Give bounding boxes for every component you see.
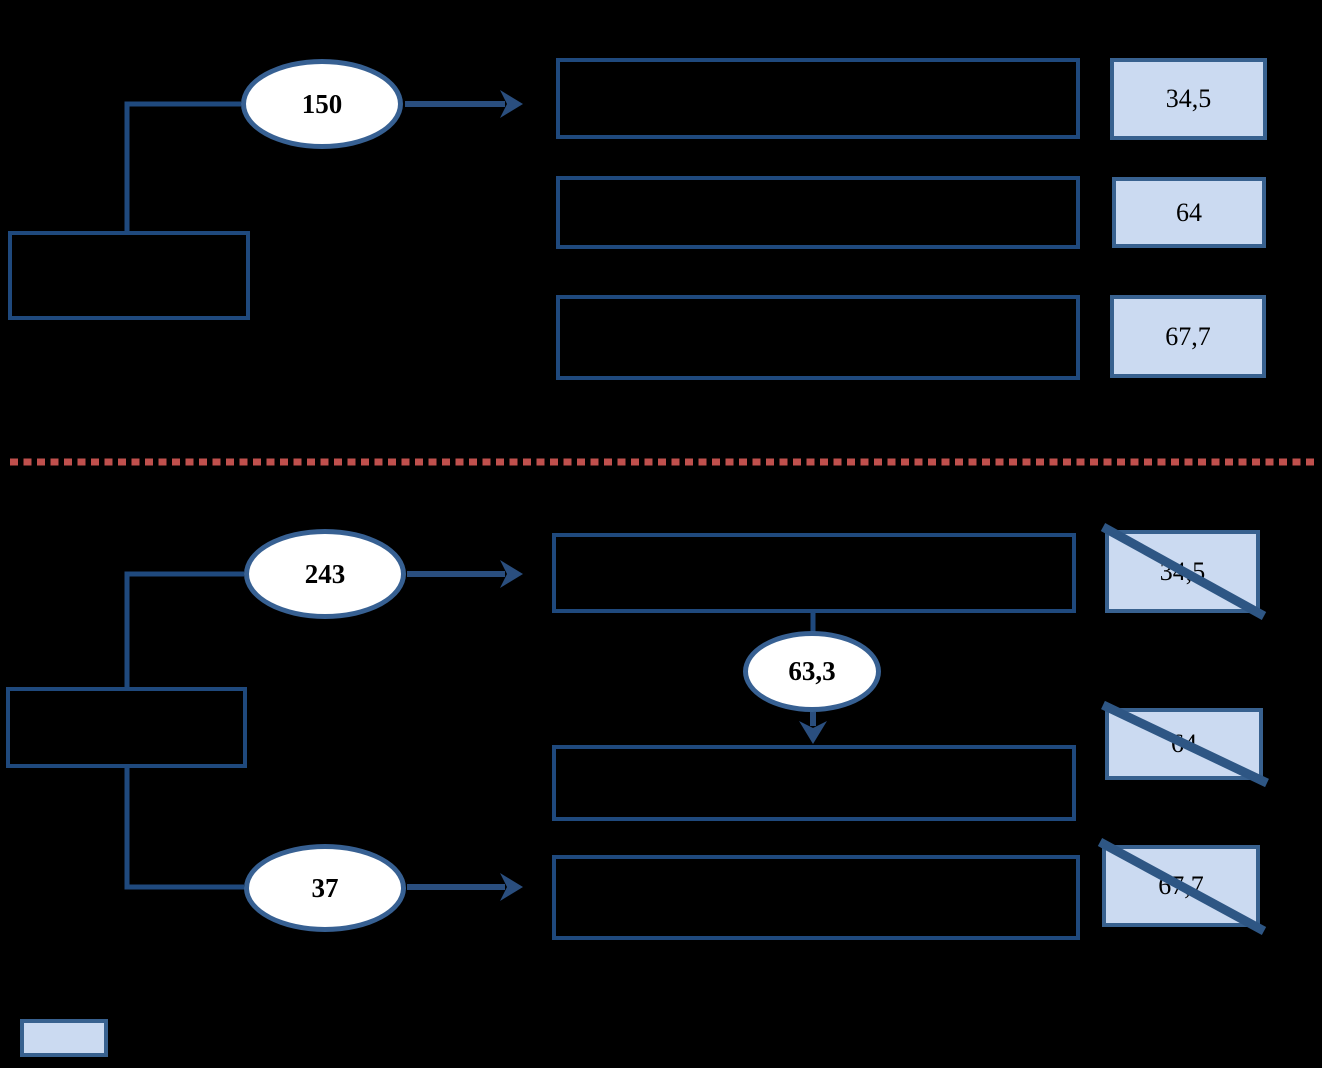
- top-value-3: 67,7: [1165, 321, 1211, 351]
- bottom-count-243-label: 243: [304, 558, 346, 589]
- connector-bottom-source-to-ellipse-243: [124, 571, 244, 687]
- bottom-value-box-2: 64: [1105, 708, 1263, 780]
- bottom-count-ellipse-63-3: 63,3: [743, 631, 881, 712]
- bottom-count-37-label: 37: [311, 872, 339, 903]
- arrow-bottom-37-head: [500, 873, 523, 901]
- bottom-count-ellipse-37: 37: [244, 844, 406, 932]
- arrow-top: [405, 90, 523, 118]
- bottom-outcome-box-1: [552, 533, 1076, 613]
- bottom-outcome-box-3: [552, 855, 1080, 940]
- top-count-ellipse: 150: [241, 59, 403, 149]
- arrow-bottom-243-head: [500, 560, 523, 588]
- bottom-outcome-box-2: [552, 745, 1076, 821]
- top-value-box-2: 64: [1112, 177, 1266, 248]
- bottom-value-1: 34,5: [1159, 556, 1206, 586]
- arrow-top-head: [500, 90, 523, 118]
- top-value-2: 64: [1176, 197, 1202, 227]
- bottom-count-63-3-label: 63,3: [788, 656, 836, 686]
- top-outcome-box-3: [556, 295, 1080, 380]
- bottom-value-2: 64: [1171, 729, 1197, 758]
- bottom-value-box-3: 67,7: [1102, 845, 1260, 927]
- top-outcome-box-2: [556, 176, 1080, 249]
- top-value-box-3: 67,7: [1110, 295, 1266, 378]
- arrow-bottom-37: [407, 873, 523, 901]
- top-source-box: [8, 231, 250, 320]
- bottom-source-box: [6, 687, 247, 768]
- bottom-value-box-1: 34,5: [1105, 530, 1260, 613]
- arrow-bottom-243: [407, 560, 523, 588]
- bottom-count-ellipse-243: 243: [244, 529, 406, 619]
- connector-top-source-to-ellipse: [124, 101, 241, 231]
- top-count-label: 150: [301, 88, 343, 119]
- arrow-down-63-3-head: [799, 721, 827, 744]
- top-value-1: 34,5: [1165, 84, 1212, 113]
- legend-swatch: [20, 1019, 108, 1057]
- bottom-value-3: 67,7: [1158, 871, 1204, 900]
- top-outcome-box-1: [556, 58, 1080, 139]
- arrow-down-63-3: [799, 712, 827, 744]
- top-value-box-1: 34,5: [1110, 58, 1267, 140]
- connector-bottom-source-to-ellipse-37: [124, 766, 244, 890]
